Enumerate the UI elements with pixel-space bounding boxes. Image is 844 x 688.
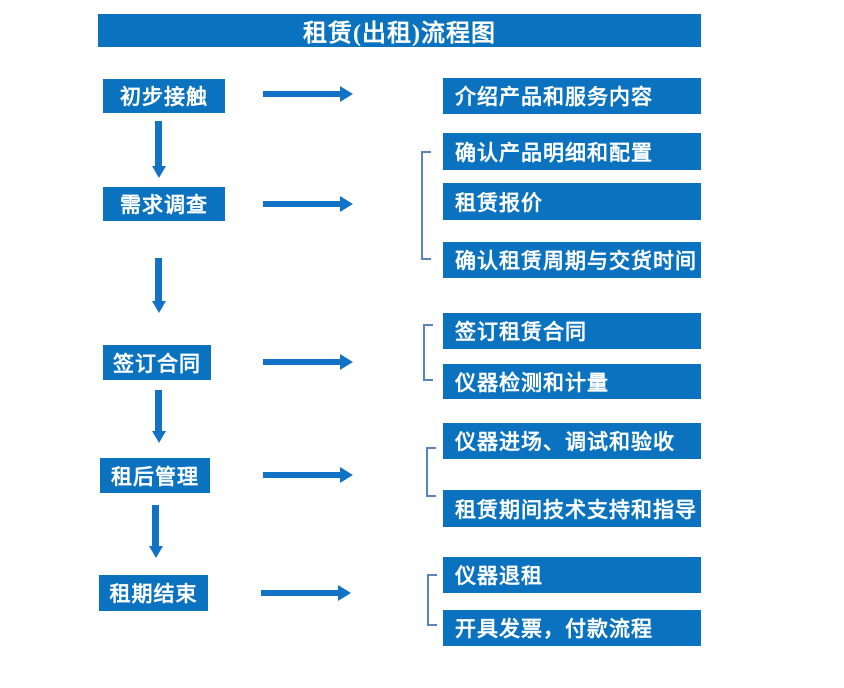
bracket-demand-survey-group bbox=[421, 151, 431, 260]
detail-box-instrument-check: 仪器检测和计量 bbox=[443, 364, 701, 399]
bracket-rental-end-group bbox=[427, 574, 437, 626]
arrow-down-2-icon bbox=[155, 258, 162, 301]
detail-box-instrument-arrival: 仪器进场、调试和验收 bbox=[443, 423, 701, 459]
arrow-right-5-icon bbox=[261, 590, 338, 596]
detail-box-intro-product: 介绍产品和服务内容 bbox=[443, 78, 701, 114]
step-box-demand-survey: 需求调查 bbox=[103, 187, 225, 221]
arrow-down-4-icon bbox=[152, 505, 159, 546]
detail-box-confirm-config: 确认产品明细和配置 bbox=[443, 133, 701, 170]
arrow-right-3-icon bbox=[263, 359, 340, 365]
arrow-down-1-icon bbox=[155, 121, 162, 166]
bracket-post-rental-group bbox=[426, 447, 436, 497]
detail-box-rental-quote: 租赁报价 bbox=[443, 183, 701, 220]
detail-box-invoice-payment: 开具发票，付款流程 bbox=[443, 610, 701, 646]
detail-box-tech-support: 租赁期间技术支持和指导 bbox=[443, 490, 701, 527]
step-box-initial-contact: 初步接触 bbox=[103, 79, 225, 113]
bracket-sign-contract-group bbox=[423, 324, 433, 381]
detail-box-instrument-return: 仪器退租 bbox=[443, 557, 701, 593]
arrow-right-2-icon bbox=[263, 201, 340, 207]
arrow-right-4-icon bbox=[263, 472, 340, 478]
page-title: 租赁(出租)流程图 bbox=[303, 21, 496, 47]
arrow-right-1-icon bbox=[263, 91, 340, 97]
detail-box-confirm-period: 确认租赁周期与交货时间 bbox=[443, 242, 701, 278]
title-bar: 租赁(出租)流程图 bbox=[98, 14, 701, 47]
detail-box-sign-rental-contract: 签订租赁合同 bbox=[443, 313, 701, 349]
step-box-post-rental-management: 租后管理 bbox=[100, 458, 210, 493]
step-box-rental-end: 租期结束 bbox=[99, 575, 208, 611]
arrow-down-3-icon bbox=[155, 390, 162, 431]
step-box-sign-contract: 签订合同 bbox=[103, 345, 211, 380]
